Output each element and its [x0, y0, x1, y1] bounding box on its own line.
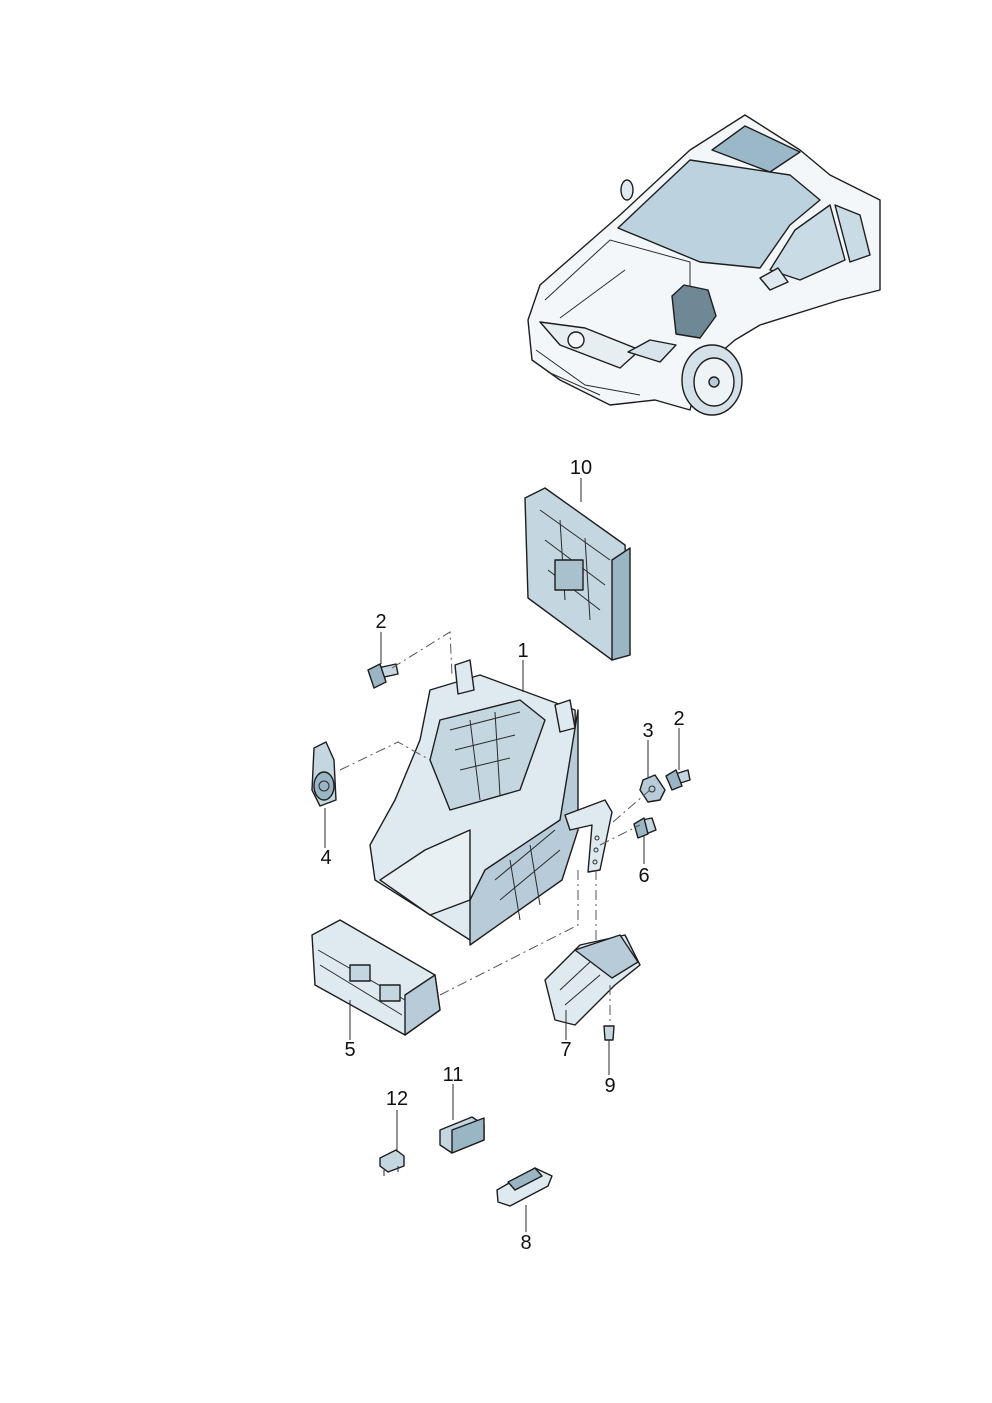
- callout-9: 9: [604, 1075, 615, 1097]
- callout-3: 3: [642, 720, 653, 742]
- callout-2-left: 2: [375, 611, 386, 633]
- callout-2-right: 2: [673, 708, 684, 730]
- callout-11: 11: [443, 1064, 464, 1086]
- callout-5: 5: [344, 1039, 355, 1061]
- vehicle-overview-illustration: [527, 114, 881, 416]
- part-3-clip-nut: [639, 774, 666, 803]
- part-12-mini-fuse: [379, 1149, 405, 1176]
- part-8-fuse-puller: [496, 1167, 553, 1207]
- part-10-control-unit: [524, 487, 631, 661]
- part-4-buzzer: [311, 741, 337, 807]
- part-11-fuse: [439, 1116, 485, 1154]
- part-6-screw: [633, 817, 657, 839]
- part-7-bracket: [544, 934, 641, 1026]
- callout-1: 1: [517, 640, 528, 662]
- callout-12: 12: [386, 1088, 408, 1110]
- part-5-relay-carrier: [311, 919, 441, 1036]
- assembly-guide-lines: [339, 631, 651, 1026]
- part-2-screw-left: [367, 663, 399, 689]
- callout-8: 8: [520, 1232, 531, 1254]
- part-9-screw: [603, 1025, 615, 1048]
- callout-7: 7: [560, 1039, 571, 1061]
- part-2-screw-right: [665, 769, 691, 791]
- callout-leaders: [324, 478, 680, 1232]
- part-1-holder-frame: [369, 659, 613, 946]
- callout-6: 6: [638, 865, 649, 887]
- callout-labels: 10 2 1 3 2 4 6 5 7 9 11 12 8: [320, 457, 684, 1254]
- callout-4: 4: [320, 847, 331, 869]
- callout-10: 10: [570, 457, 592, 479]
